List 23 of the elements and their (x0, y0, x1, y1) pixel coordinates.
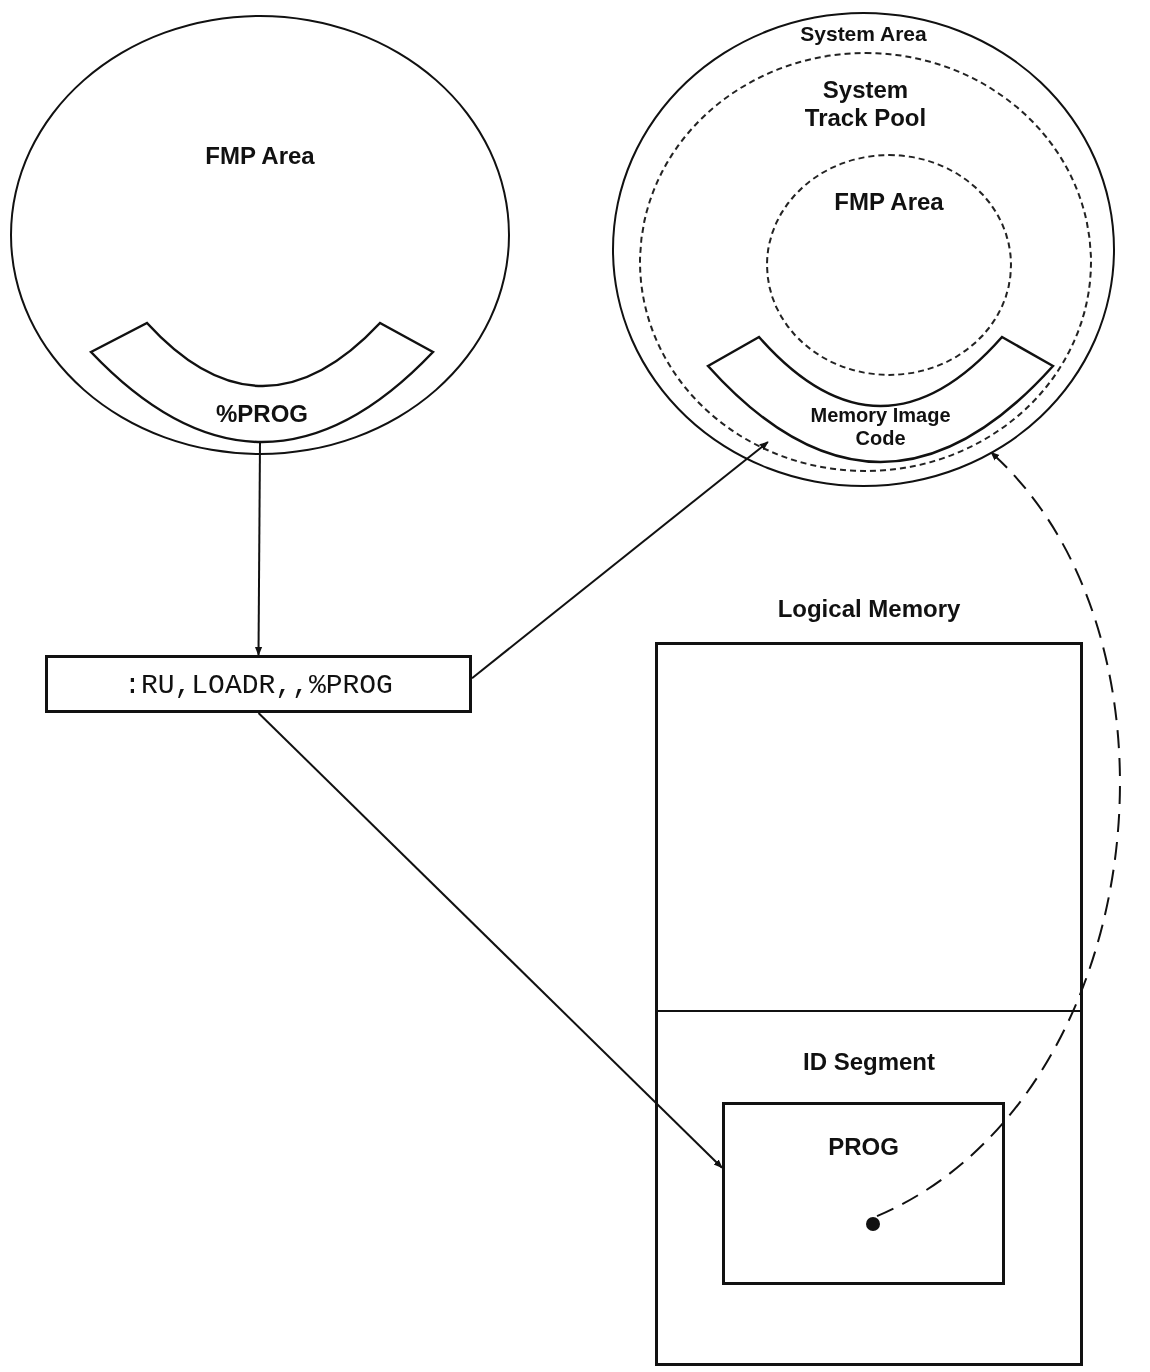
command-text: :RU,LOADR,,%PROG (124, 670, 393, 701)
area-label: FMP Area (834, 188, 944, 216)
dashed-circle (766, 154, 1012, 376)
command-box (45, 655, 472, 713)
arrow (254, 441, 263, 656)
arrow (471, 441, 769, 680)
arrow (257, 712, 723, 1169)
program-label: PROG (828, 1133, 899, 1161)
memory-heading: Logical Memory (777, 595, 961, 623)
area-label: System Area (800, 22, 927, 46)
program-box (722, 1102, 1005, 1285)
area-label: System Track Pool (803, 76, 928, 132)
track-band (707, 336, 1054, 464)
area-label: FMP Area (205, 142, 315, 170)
dashed-arrow (876, 451, 1121, 1218)
section-label: ID Segment (803, 1048, 935, 1076)
pointer-dot (866, 1217, 880, 1231)
disk-circle (612, 12, 1115, 487)
dashed-ring (639, 52, 1092, 472)
file-label: %PROG (216, 400, 308, 428)
disk-circle (10, 15, 510, 455)
code-label: Memory Image Code (809, 404, 952, 450)
track-band (90, 322, 434, 444)
